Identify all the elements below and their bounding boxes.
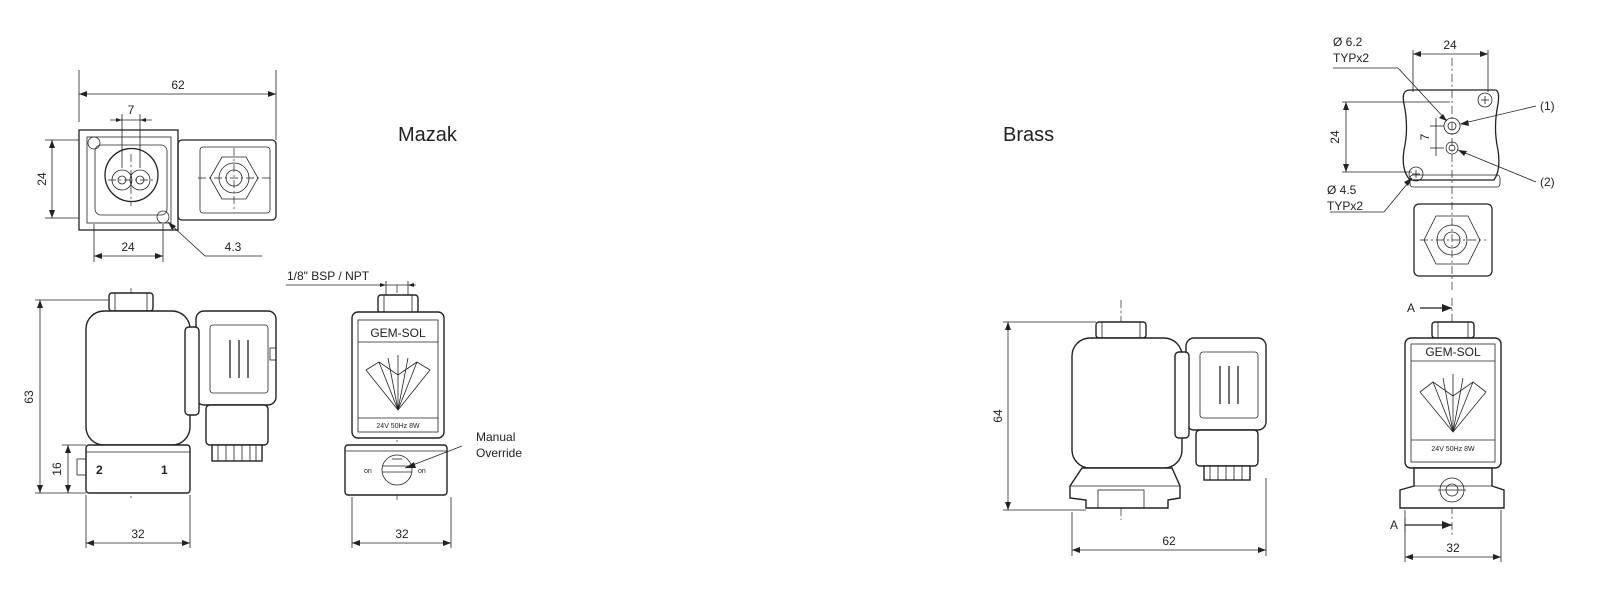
- brass-top-typ-b: TYPx2: [1327, 199, 1363, 213]
- brass-top-dim-height: 24: [1328, 130, 1342, 144]
- brass-front-dim-width: 32: [1446, 541, 1460, 555]
- mazak-side-dim-height: 63: [22, 390, 36, 404]
- brass-top-view: 24 24 7 Ø 6.2 TYPx2: [1327, 35, 1555, 290]
- mazak-side-port-1: 1: [161, 463, 168, 477]
- mazak-top-dim-hole: 4.3: [225, 240, 242, 254]
- mazak-top-dim-width: 62: [171, 78, 185, 92]
- mazak-front-dim-width: 32: [395, 527, 409, 541]
- mazak-top-dim-base: 24: [121, 240, 135, 254]
- mazak-side-dim-width: 32: [131, 527, 145, 541]
- mazak-side-dim-lower: 16: [50, 462, 64, 476]
- brass-front-brand: GEM-SOL: [1425, 345, 1481, 359]
- brass-top-port-2: (2): [1540, 175, 1555, 189]
- mazak-front-on-right: on: [418, 468, 426, 475]
- mazak-front-override-1: Manual: [476, 430, 515, 444]
- mazak-top-dim-pitch: 7: [128, 103, 135, 117]
- mazak-top-view: 62 7 24: [35, 70, 277, 262]
- brass-front-rating: 24V 50Hz 8W: [1431, 446, 1475, 453]
- brass-front-section-bottom: A: [1390, 518, 1398, 532]
- brass-side-dim-height: 64: [991, 409, 1005, 423]
- brass-front-section-top: A: [1407, 301, 1415, 315]
- brass-side-view: 64 62: [991, 300, 1267, 556]
- mazak-front-thread: 1/8" BSP / NPT: [287, 269, 370, 283]
- mazak-front-on-left: on: [364, 468, 372, 475]
- brass-top-port-1: (1): [1540, 99, 1555, 113]
- brass-top-dim-pitch: 7: [1418, 133, 1432, 140]
- mazak-top-dim-height: 24: [35, 172, 49, 186]
- mazak-side-port-2: 2: [96, 463, 103, 477]
- label-brass: Brass: [1003, 124, 1054, 146]
- mazak-front-rating: 24V 50Hz 8W: [376, 423, 420, 430]
- brass-top-typ-a: TYPx2: [1333, 51, 1369, 65]
- brass-top-dim-width: 24: [1443, 38, 1457, 52]
- mazak-front-override-2: Override: [476, 446, 522, 460]
- brass-side-dim-width: 62: [1162, 534, 1176, 548]
- mazak-side-view: 2 1 63 16 32: [22, 288, 277, 548]
- mazak-front-brand: GEM-SOL: [370, 326, 426, 340]
- brass-top-hole-a: Ø 6.2: [1333, 35, 1363, 49]
- brass-top-hole-b: Ø 4.5: [1327, 183, 1357, 197]
- label-mazak: Mazak: [398, 124, 458, 146]
- brass-front-view: A GEM-SOL 24V 50Hz 8W A: [1390, 298, 1505, 562]
- mazak-front-view: 1/8" BSP / NPT GEM-SOL 24V 50Hz 8W on on…: [286, 269, 522, 548]
